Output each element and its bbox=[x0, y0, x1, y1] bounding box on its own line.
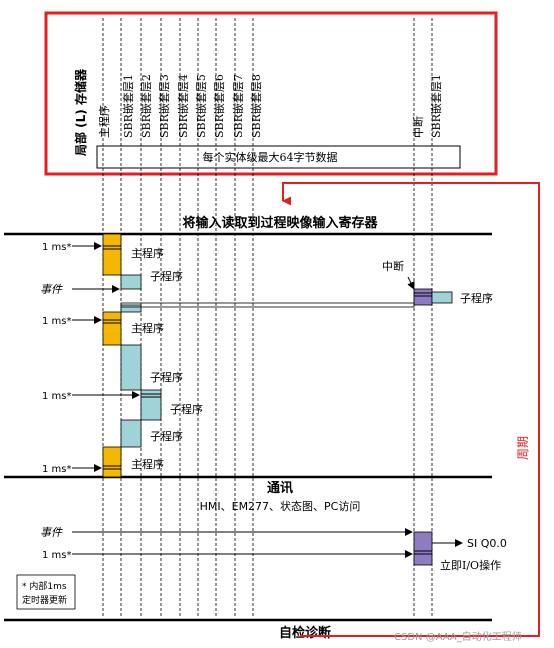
ms-label: 1 ms* bbox=[42, 391, 72, 402]
interrupt-sub-label: 子程序 bbox=[460, 291, 493, 305]
footnote-box bbox=[16, 574, 76, 610]
memory-int-column-label: SBR嵌套层1 bbox=[430, 74, 443, 138]
interrupt-blocks bbox=[413, 288, 453, 566]
sub-block bbox=[120, 344, 142, 391]
sub-block bbox=[120, 304, 142, 313]
capacity-label: 每个实体级最大64字节数据 bbox=[203, 150, 338, 164]
memory-column-label: SBR嵌套层3 bbox=[158, 74, 171, 138]
memory-column-label: SBR嵌套层8 bbox=[250, 74, 263, 138]
arrows bbox=[72, 242, 463, 558]
sub-label: 子程序 bbox=[150, 370, 183, 384]
main-block bbox=[102, 233, 122, 276]
sub-label: 子程序 bbox=[150, 429, 183, 443]
interrupt-sub-block bbox=[431, 291, 453, 304]
main-blocks bbox=[102, 233, 122, 478]
footnote-line2: 定时器更新 bbox=[22, 594, 67, 606]
sub-block bbox=[120, 274, 142, 290]
cycle-loop bbox=[282, 182, 540, 637]
sub-label: 子程序 bbox=[150, 269, 183, 283]
memory-columns: 主程序 SBR嵌套层1 SBR嵌套层2 SBR嵌套层3 SBR嵌套层4 SBR嵌套层5 SB… bbox=[97, 74, 443, 138]
main-block bbox=[102, 311, 122, 346]
main-label: 主程序 bbox=[131, 457, 164, 471]
cycle-label: 周期 bbox=[516, 436, 530, 460]
ms-label: 1 ms* bbox=[42, 550, 72, 561]
main-block bbox=[102, 446, 122, 478]
event-label: 事件 bbox=[40, 526, 63, 539]
memory-column-label: SBR嵌套层7 bbox=[232, 74, 245, 138]
self-check-title: 自检诊断 bbox=[279, 625, 331, 641]
memory-column-label: SBR嵌套层2 bbox=[140, 74, 153, 138]
memory-column-label: SBR嵌套层5 bbox=[195, 74, 208, 138]
memory-column-label: SBR嵌套层4 bbox=[177, 74, 190, 138]
event-label: 事件 bbox=[40, 283, 63, 296]
ms-label: 1 ms* bbox=[42, 242, 72, 253]
interrupt-block bbox=[413, 531, 433, 566]
capacity-bar bbox=[96, 145, 461, 169]
memory-highlight-frame bbox=[44, 11, 498, 176]
ms-label: 1 ms* bbox=[42, 464, 72, 475]
watermark: CSDN @AAA_自动化工程师 bbox=[394, 630, 522, 643]
memory-axis-title: 局部 (L) 存储器 bbox=[73, 68, 88, 156]
event-span bbox=[120, 302, 415, 308]
interrupt-block bbox=[413, 288, 433, 306]
memory-column-label: SBR嵌套层1 bbox=[122, 74, 135, 138]
output-label: SI Q0.0 bbox=[467, 537, 507, 550]
io-label: 立即I/O操作 bbox=[440, 558, 501, 572]
comm-title: 通讯 bbox=[267, 480, 293, 496]
footnote-line1: * 内部1ms bbox=[22, 580, 67, 592]
memory-column-label: SBR嵌套层6 bbox=[213, 74, 226, 138]
sub-label: 子程序 bbox=[170, 402, 203, 416]
main-label: 主程序 bbox=[131, 246, 164, 260]
comm-detail: HMI、EM277、状态图、PC访问 bbox=[200, 499, 361, 513]
main-label: 主程序 bbox=[131, 321, 164, 335]
memory-column-label: 主程序 bbox=[97, 105, 111, 138]
memory-int-column-label: 中断 bbox=[411, 116, 425, 138]
input-read-title: 将输入读取到过程映像输入寄存器 bbox=[182, 215, 378, 231]
ms-label: 1 ms* bbox=[42, 316, 72, 327]
timer-ticks bbox=[103, 245, 432, 555]
interrupt-label: 中断 bbox=[382, 259, 404, 273]
interrupt-arrow bbox=[407, 276, 415, 290]
sub-block bbox=[120, 419, 142, 448]
